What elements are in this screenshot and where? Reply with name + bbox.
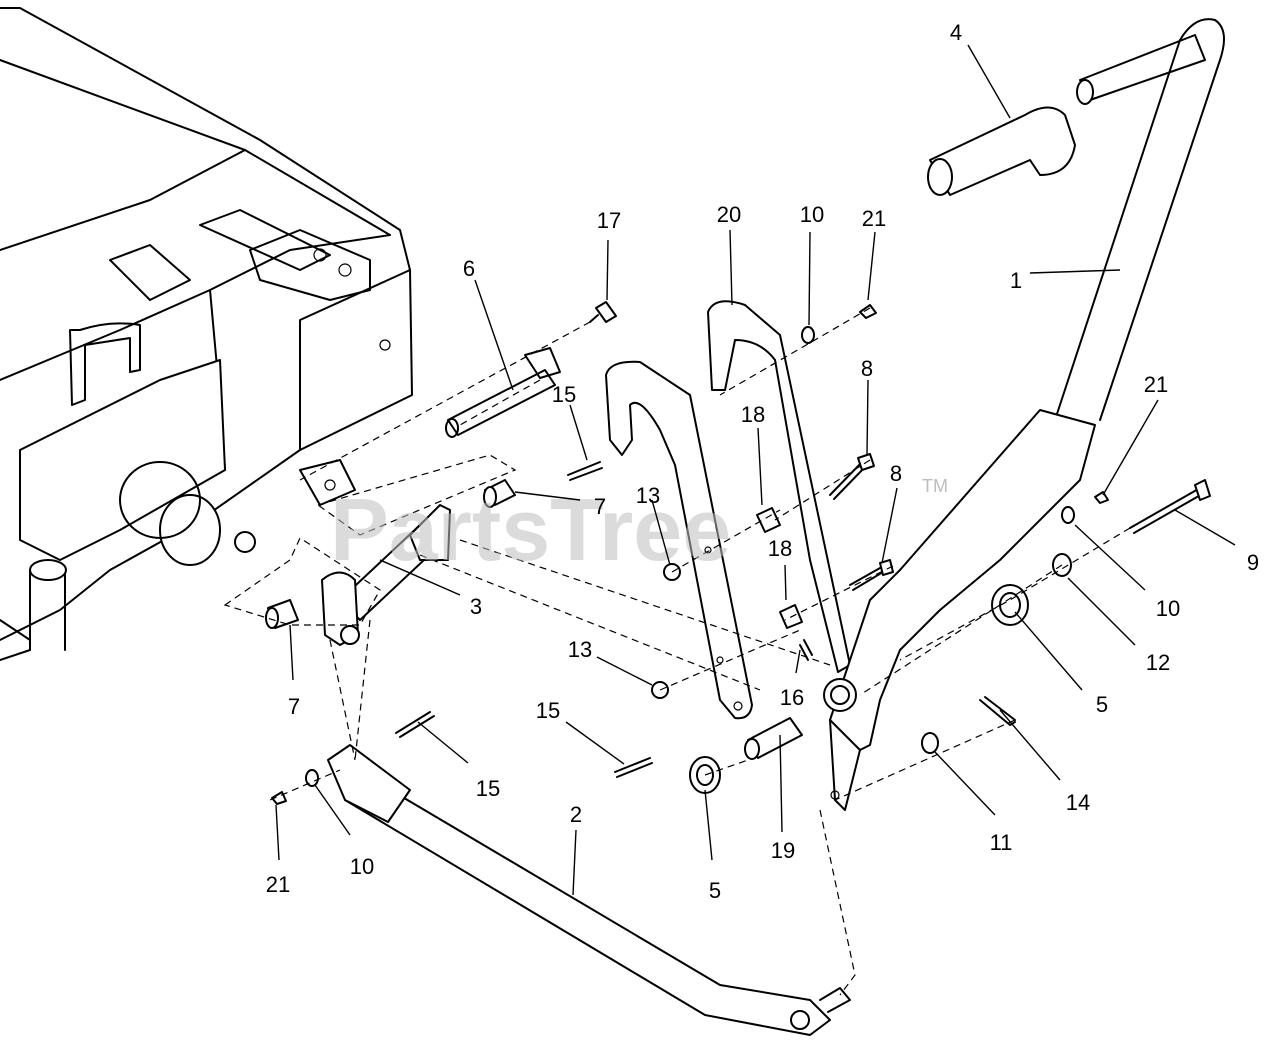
callout-15-upper: 15 <box>552 382 576 407</box>
part-3-shaft <box>321 504 451 646</box>
callout-10-top: 10 <box>800 202 824 227</box>
part-2-lower-rod <box>327 744 851 1036</box>
callout-labels: 4 1 17 20 10 21 6 15 8 21 7 13 18 8 9 10… <box>266 20 1259 903</box>
callout-14: 14 <box>1066 790 1090 815</box>
callout-21-left: 21 <box>266 872 290 897</box>
part-15-pins <box>395 461 653 778</box>
callout-8-lower: 8 <box>890 461 902 486</box>
washers-and-spacers <box>271 304 1211 805</box>
part-4-grip <box>927 106 1076 196</box>
assembly-lines <box>223 307 1131 996</box>
callout-3: 3 <box>470 594 482 619</box>
callout-5-lower: 5 <box>709 878 721 903</box>
partstree-watermark: PartsTree TM <box>330 476 948 579</box>
callout-13-upper: 13 <box>636 483 660 508</box>
callout-2: 2 <box>570 802 582 827</box>
callout-19: 19 <box>771 838 795 863</box>
callout-15-mid: 15 <box>536 698 560 723</box>
callout-9: 9 <box>1247 550 1259 575</box>
callout-10-left: 10 <box>350 854 374 879</box>
deck-frame-assembly <box>0 7 413 661</box>
callout-7-upper: 7 <box>594 494 606 519</box>
callout-5-right: 5 <box>1096 692 1108 717</box>
callout-21-top: 21 <box>862 206 886 231</box>
callout-10-right: 10 <box>1156 596 1180 621</box>
watermark-brand: PartsTree <box>330 480 731 579</box>
callout-18-upper: 18 <box>741 402 765 427</box>
callout-13-lower: 13 <box>568 637 592 662</box>
callout-21-right: 21 <box>1144 372 1168 397</box>
callout-1: 1 <box>1010 268 1022 293</box>
watermark-trademark: TM <box>922 476 948 496</box>
callout-6: 6 <box>463 256 475 281</box>
part-8-bolts <box>829 453 894 591</box>
callout-12: 12 <box>1146 650 1170 675</box>
callout-4: 4 <box>950 20 962 45</box>
part-17-bolt <box>589 301 617 323</box>
callout-leaders <box>275 44 1236 896</box>
callout-8-upper: 8 <box>861 356 873 381</box>
callout-7-lower: 7 <box>288 694 300 719</box>
part-1-handle <box>823 18 1225 811</box>
callout-15-lower: 15 <box>476 776 500 801</box>
callout-11: 11 <box>990 830 1013 855</box>
callout-16: 16 <box>780 685 804 710</box>
callout-18-lower: 18 <box>768 536 792 561</box>
part-7-bushings <box>265 479 516 629</box>
part-20-link-arms <box>605 300 851 720</box>
callout-17: 17 <box>597 208 621 233</box>
callout-20: 20 <box>717 202 741 227</box>
